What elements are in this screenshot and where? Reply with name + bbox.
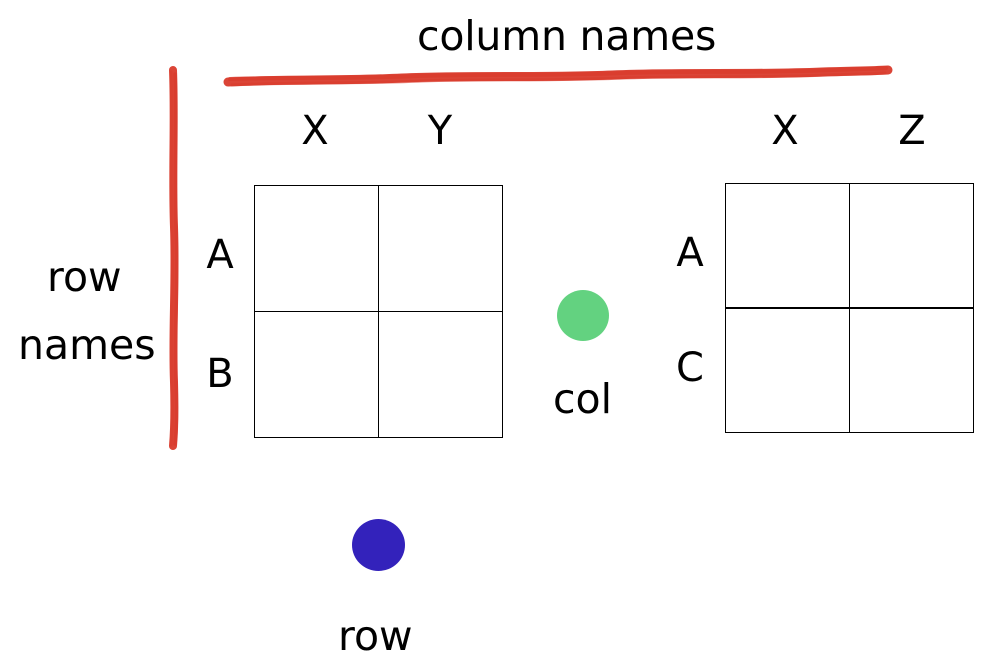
left-table-column-header-x: X xyxy=(301,108,329,154)
right-table-column-header-z: Z xyxy=(898,108,926,154)
row-names-marker-divider xyxy=(169,66,179,450)
table-cell xyxy=(850,184,973,308)
table-cell xyxy=(850,308,973,432)
table-cell xyxy=(379,312,502,437)
left-table-row-header-a: A xyxy=(206,232,234,278)
table-cell xyxy=(255,312,378,437)
column-names-marker-underline xyxy=(223,65,893,87)
table-cell xyxy=(379,186,502,311)
right-table-row-header-c: C xyxy=(676,345,704,391)
table-cell xyxy=(726,308,849,432)
right-table-row-header-a: A xyxy=(676,230,704,276)
left-table-grid xyxy=(254,185,503,438)
col-legend-label: col xyxy=(553,375,613,423)
row-names-title-line2: names xyxy=(18,321,156,369)
row-legend-dot-icon xyxy=(352,519,405,571)
right-table-grid xyxy=(725,183,974,433)
left-table-row-header-b: B xyxy=(206,351,234,397)
left-table-column-header-y: Y xyxy=(427,108,453,154)
right-table-column-header-x: X xyxy=(771,108,799,154)
row-names-title-line1: row xyxy=(47,253,122,301)
column-names-title: column names xyxy=(417,12,717,60)
table-cell xyxy=(255,186,378,311)
col-legend-dot-icon xyxy=(557,290,609,341)
table-cell xyxy=(726,184,849,308)
row-legend-label: row xyxy=(338,612,413,660)
